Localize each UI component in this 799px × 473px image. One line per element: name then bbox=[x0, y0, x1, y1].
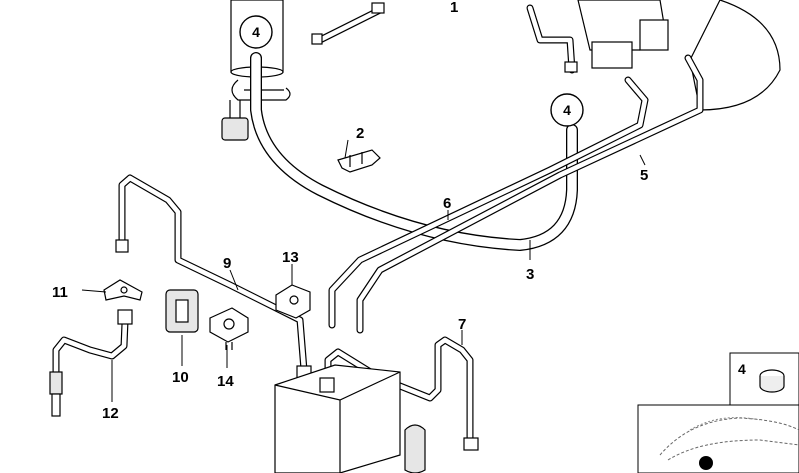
hose-clamp-icon bbox=[759, 369, 785, 393]
part-label-7: 7 bbox=[458, 316, 466, 333]
part-label-6: 6 bbox=[443, 195, 451, 212]
part-label-12: 12 bbox=[102, 405, 119, 422]
part-label-13: 13 bbox=[282, 249, 299, 266]
part-label-14: 14 bbox=[217, 373, 234, 390]
leader-lines bbox=[81, 139, 646, 402]
part-label-10: 10 bbox=[172, 369, 189, 386]
mount-14 bbox=[209, 307, 249, 350]
car-silhouette-icon bbox=[659, 417, 799, 461]
part-label-3: 3 bbox=[526, 266, 534, 283]
part-label-9: 9 bbox=[223, 255, 231, 272]
pressure-hose-4 bbox=[250, 52, 578, 251]
brake-hose-12 bbox=[49, 309, 133, 417]
pipe-clip-2 bbox=[337, 149, 381, 173]
holder-11 bbox=[103, 279, 143, 301]
part-label-2: 2 bbox=[356, 125, 364, 142]
callout-label: 4 bbox=[252, 24, 260, 40]
part-label-11: 11 bbox=[52, 284, 68, 301]
callout-label: 4 bbox=[563, 102, 571, 118]
master-cylinder-assembly bbox=[526, 0, 781, 111]
inset-part-label: 4 bbox=[738, 361, 746, 377]
part-label-1: 1 bbox=[450, 0, 458, 16]
callout-4-right: 4 bbox=[550, 93, 584, 127]
callout-4-top: 4 bbox=[239, 15, 273, 49]
brake-pipe-7 bbox=[324, 336, 479, 451]
brake-pipe-1 bbox=[311, 2, 385, 45]
part-label-5: 5 bbox=[640, 167, 648, 184]
part-labels: 1 2 3 5 6 7 9 10 11 12 13 14 bbox=[52, 0, 648, 422]
brake-pipe-3 bbox=[328, 76, 649, 329]
hydraulic-unit bbox=[274, 364, 426, 473]
rubber-mount-10 bbox=[165, 289, 199, 333]
inset-panel: 4 bbox=[637, 352, 799, 473]
brake-pipe-5 bbox=[356, 54, 704, 334]
location-marker-icon bbox=[699, 456, 713, 470]
pressure-accumulator bbox=[221, 0, 291, 141]
brake-pipe-9 bbox=[115, 174, 312, 381]
